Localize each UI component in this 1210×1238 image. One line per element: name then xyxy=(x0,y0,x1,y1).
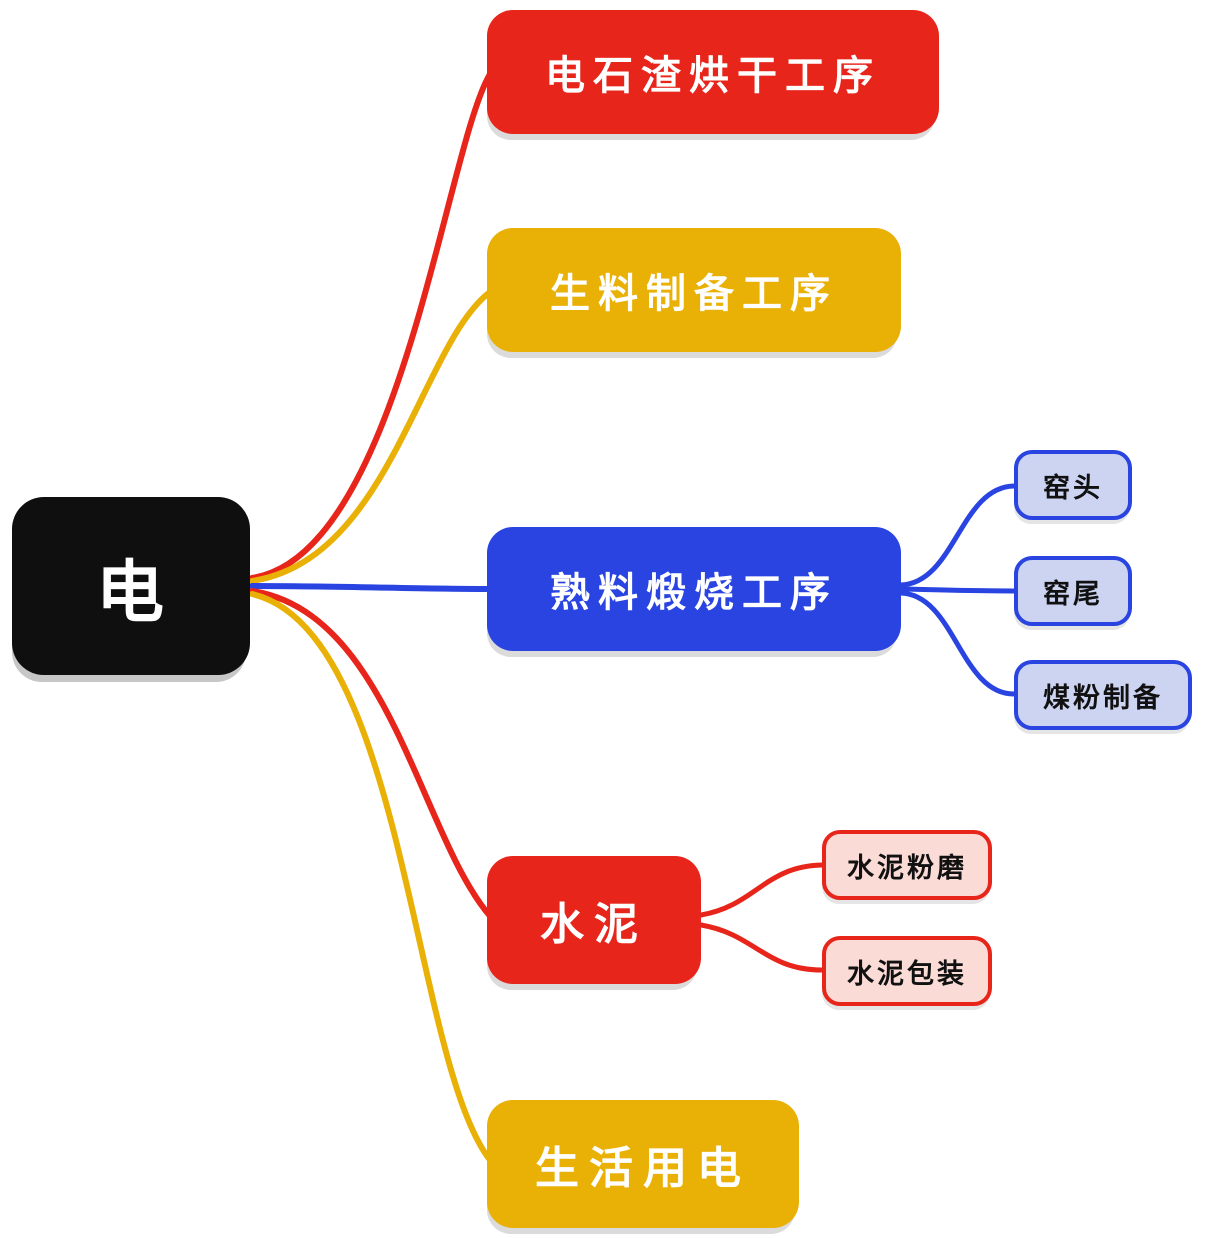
child-cement-grinding[interactable]: 水泥粉磨 xyxy=(822,830,992,900)
connector-cement-grinding xyxy=(698,862,825,918)
branch-cement[interactable]: 水泥 xyxy=(487,856,701,984)
connector-clinker-kiln-head xyxy=(898,483,1017,588)
connector-clinker-kiln-tail xyxy=(898,586,1017,594)
branch-raw-meal-preparation[interactable]: 生料制备工序 xyxy=(487,228,901,352)
connector-root-cement xyxy=(249,588,493,919)
branch-raw-meal-preparation-label: 生料制备工序 xyxy=(550,271,838,317)
child-kiln-tail[interactable]: 窑尾 xyxy=(1014,556,1132,626)
branch-carbide-slag-drying-label: 电石渣烘干工序 xyxy=(545,53,881,99)
child-coal-preparation-label: 煤粉制备 xyxy=(1043,682,1163,714)
child-kiln-tail-label: 窑尾 xyxy=(1043,578,1103,610)
child-kiln-head[interactable]: 窑头 xyxy=(1014,450,1132,520)
connector-root-carbide-slag-drying xyxy=(249,71,493,581)
child-coal-preparation[interactable]: 煤粉制备 xyxy=(1014,660,1192,730)
node-root-label: 电 xyxy=(95,553,166,633)
branch-domestic-electricity-label: 生活用电 xyxy=(535,1143,751,1194)
branch-carbide-slag-drying[interactable]: 电石渣烘干工序 xyxy=(487,10,939,134)
connector-cement-packing xyxy=(698,922,825,973)
child-cement-packing-label: 水泥包装 xyxy=(847,958,967,990)
connector-root-raw-meal-preparation xyxy=(249,289,493,584)
branch-cement-label: 水泥 xyxy=(540,899,648,950)
child-kiln-head-label: 窑头 xyxy=(1043,472,1103,504)
connector-clinker-coal-preparation xyxy=(898,590,1017,697)
child-cement-grinding-label: 水泥粉磨 xyxy=(847,852,967,884)
branch-clinker-calcination[interactable]: 熟料煅烧工序 xyxy=(487,527,901,651)
child-cement-packing[interactable]: 水泥包装 xyxy=(822,936,992,1006)
branch-domestic-electricity[interactable]: 生活用电 xyxy=(487,1100,799,1228)
connector-root-clinker-calcination xyxy=(249,583,490,592)
connector-root-domestic-electricity xyxy=(249,591,493,1163)
node-root[interactable]: 电 xyxy=(12,497,250,675)
branch-clinker-calcination-label: 熟料煅烧工序 xyxy=(550,570,838,616)
